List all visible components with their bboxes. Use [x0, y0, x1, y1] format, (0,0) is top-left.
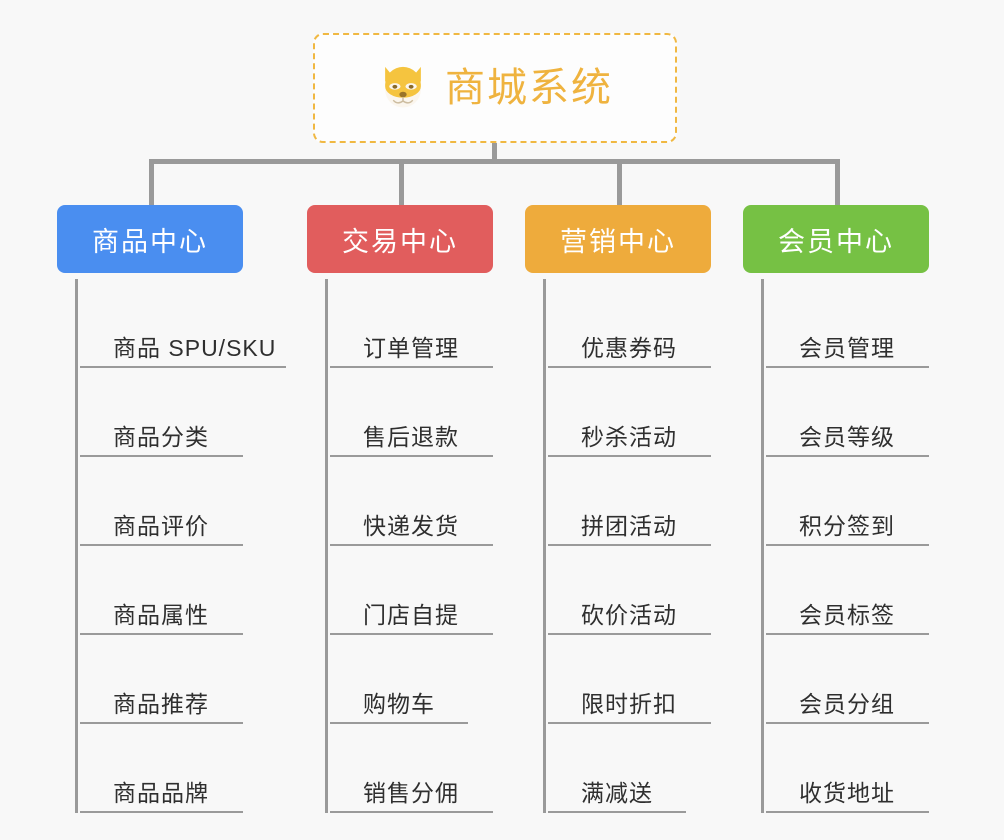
leaf-item[interactable]: 门店自提 — [330, 546, 537, 635]
category-label: 会员中心 — [778, 226, 894, 257]
leaf-item[interactable]: 快递发货 — [330, 457, 537, 546]
leaf-item-label: 会员标签 — [799, 601, 895, 628]
category-column: 商品中心商品 SPU/SKU 商品分类商品评价商品属性商品推荐商品品牌 — [57, 205, 287, 813]
leaf-item-underline — [330, 722, 468, 724]
leaf-item[interactable]: 商品分类 — [80, 368, 287, 457]
leaf-item[interactable]: 限时折扣 — [548, 635, 755, 724]
leaf-item-label: 商品评价 — [113, 512, 209, 539]
leaf-item-underline — [330, 366, 493, 368]
leaf-item[interactable]: 订单管理 — [330, 279, 537, 368]
leaf-item-label: 购物车 — [363, 690, 435, 717]
leaf-item-underline — [80, 544, 243, 546]
leaf-item-label: 商品分类 — [113, 423, 209, 450]
leaf-item[interactable]: 优惠券码 — [548, 279, 755, 368]
leaf-item[interactable]: 会员管理 — [766, 279, 973, 368]
leaf-item-underline — [766, 455, 929, 457]
connector-drop-3 — [617, 159, 622, 207]
leaf-item-underline — [80, 722, 243, 724]
leaf-item-underline — [80, 366, 286, 368]
leaf-item-underline — [548, 544, 711, 546]
leaf-item[interactable]: 销售分佣 — [330, 724, 537, 813]
leaf-item-label: 商品推荐 — [113, 690, 209, 717]
leaf-item[interactable]: 售后退款 — [330, 368, 537, 457]
leaf-item[interactable]: 商品属性 — [80, 546, 287, 635]
leaf-item-underline — [330, 544, 493, 546]
leaf-item-underline — [548, 455, 711, 457]
root-node-title: 商城系统 — [445, 66, 613, 110]
category-box[interactable]: 交易中心 — [307, 205, 493, 273]
category-label: 营销中心 — [560, 226, 676, 257]
root-node-shop-system[interactable]: 商城系统 — [313, 33, 677, 143]
connector-root-stem — [492, 143, 497, 163]
leaf-item[interactable]: 购物车 — [330, 635, 537, 724]
leaf-item-underline — [80, 633, 243, 635]
category-branch: 会员管理会员等级积分签到会员标签会员分组收货地址 — [761, 279, 973, 813]
leaf-item-label: 门店自提 — [363, 601, 459, 628]
leaf-item-label: 秒杀活动 — [581, 423, 677, 450]
leaf-item-underline — [548, 811, 686, 813]
leaf-item-underline — [766, 633, 929, 635]
leaf-item-label: 销售分佣 — [363, 779, 459, 806]
leaf-item[interactable]: 砍价活动 — [548, 546, 755, 635]
leaf-item[interactable]: 会员分组 — [766, 635, 973, 724]
leaf-item[interactable]: 秒杀活动 — [548, 368, 755, 457]
shiba-dog-face-icon — [385, 66, 421, 108]
leaf-item-label: 积分签到 — [799, 512, 895, 539]
category-box[interactable]: 商品中心 — [57, 205, 243, 273]
leaf-item[interactable]: 商品评价 — [80, 457, 287, 546]
category-column: 营销中心优惠券码秒杀活动拼团活动砍价活动限时折扣满减送 — [525, 205, 755, 813]
connector-drop-4 — [835, 159, 840, 207]
leaf-item-label: 快递发货 — [363, 512, 459, 539]
leaf-item[interactable]: 会员标签 — [766, 546, 973, 635]
leaf-item-underline — [330, 811, 493, 813]
leaf-item-underline — [548, 633, 711, 635]
leaf-item[interactable]: 收货地址 — [766, 724, 973, 813]
leaf-item-label: 限时折扣 — [581, 690, 677, 717]
leaf-item[interactable]: 满减送 — [548, 724, 755, 813]
leaf-item-label: 商品品牌 — [113, 779, 209, 806]
leaf-item-underline — [766, 722, 929, 724]
leaf-item-label: 售后退款 — [363, 423, 459, 450]
leaf-item[interactable]: 拼团活动 — [548, 457, 755, 546]
category-branch: 优惠券码秒杀活动拼团活动砍价活动限时折扣满减送 — [543, 279, 755, 813]
category-label: 交易中心 — [342, 226, 458, 257]
category-label: 商品中心 — [92, 226, 208, 257]
leaf-item-underline — [548, 722, 711, 724]
leaf-item-underline — [766, 544, 929, 546]
leaf-item-underline — [330, 633, 493, 635]
category-box[interactable]: 营销中心 — [525, 205, 711, 273]
leaf-item-underline — [548, 366, 711, 368]
leaf-item-underline — [80, 811, 243, 813]
category-column: 交易中心订单管理售后退款快递发货门店自提购物车销售分佣 — [307, 205, 537, 813]
leaf-item-underline — [766, 366, 929, 368]
connector-drop-2 — [399, 159, 404, 207]
leaf-item[interactable]: 会员等级 — [766, 368, 973, 457]
leaf-item[interactable]: 商品 SPU/SKU — [80, 279, 287, 368]
leaf-item-label: 拼团活动 — [581, 512, 677, 539]
leaf-item-label: 收货地址 — [799, 779, 895, 806]
leaf-item[interactable]: 商品推荐 — [80, 635, 287, 724]
leaf-item-label: 会员分组 — [799, 690, 895, 717]
connector-drop-1 — [149, 159, 154, 207]
leaf-item[interactable]: 积分签到 — [766, 457, 973, 546]
leaf-item-label: 会员等级 — [799, 423, 895, 450]
leaf-item-underline — [330, 455, 493, 457]
leaf-item-label: 满减送 — [581, 779, 653, 806]
leaf-item-underline — [80, 455, 243, 457]
leaf-item-underline — [766, 811, 929, 813]
leaf-item[interactable]: 商品品牌 — [80, 724, 287, 813]
connector-horizontal-bus — [149, 159, 840, 164]
leaf-item-label: 会员管理 — [799, 334, 895, 361]
category-box[interactable]: 会员中心 — [743, 205, 929, 273]
leaf-item-label: 商品属性 — [113, 601, 209, 628]
category-column: 会员中心会员管理会员等级积分签到会员标签会员分组收货地址 — [743, 205, 973, 813]
leaf-item-label: 订单管理 — [363, 334, 459, 361]
category-branch: 商品 SPU/SKU 商品分类商品评价商品属性商品推荐商品品牌 — [75, 279, 287, 813]
leaf-item-label: 商品 SPU/SKU — [113, 334, 277, 361]
leaf-item-label: 优惠券码 — [581, 334, 677, 361]
leaf-item-label: 砍价活动 — [581, 601, 677, 628]
category-branch: 订单管理售后退款快递发货门店自提购物车销售分佣 — [325, 279, 537, 813]
